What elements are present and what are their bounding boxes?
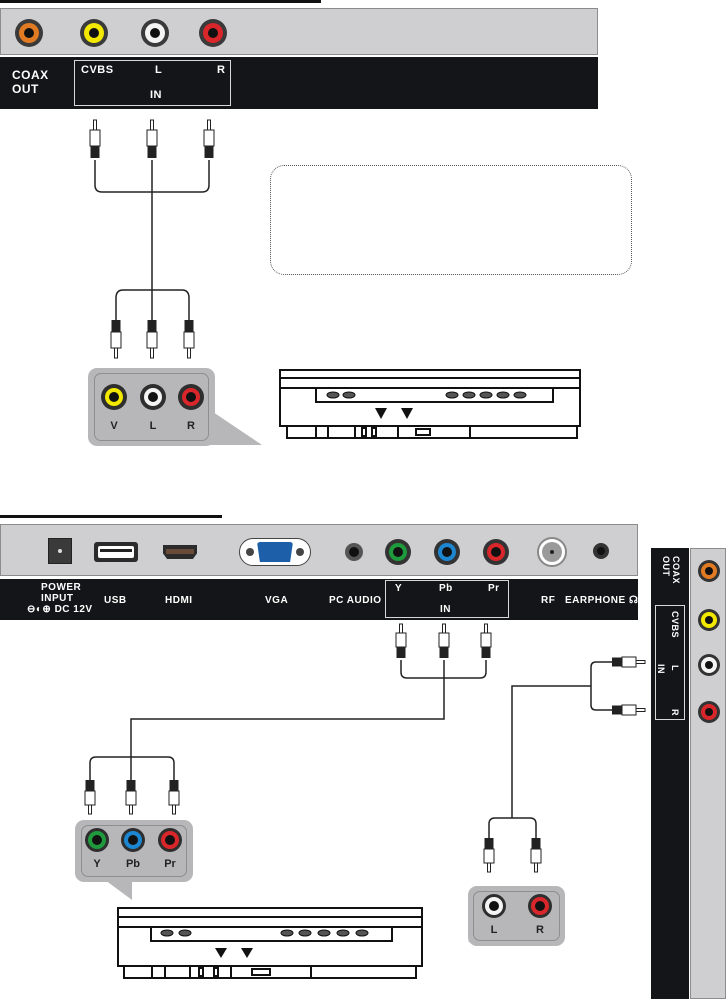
hdmi-label: HDMI xyxy=(165,595,193,606)
usb-label: USB xyxy=(104,595,127,606)
component-plugs-top xyxy=(395,623,492,658)
device-av-jacks-bubble: V L R xyxy=(88,368,215,446)
power-input-jack xyxy=(48,538,72,564)
device-audio-r-label: R xyxy=(536,924,544,936)
device-audio-l-jack-2 xyxy=(482,894,506,918)
coax-out-label-line1: COAX xyxy=(12,68,49,82)
earphone-jack xyxy=(593,543,609,559)
tv-side-label-strip: COAX OUT CVBS L R IN xyxy=(651,548,689,999)
component-y-jack xyxy=(385,539,411,565)
device-pb-jack xyxy=(121,828,145,852)
rca-plugs-top xyxy=(89,119,215,158)
rf-label: RF xyxy=(541,595,556,606)
component-in-label: IN xyxy=(440,604,451,615)
l-label: L xyxy=(155,64,163,76)
power-input-label-line2: INPUT xyxy=(41,593,74,604)
section-header-rule-av xyxy=(0,0,321,3)
audio-plugs-bottom xyxy=(483,838,542,873)
pb-label: Pb xyxy=(439,583,453,594)
tv-label-strip-av: COAX OUT CVBS L R IN xyxy=(0,57,598,109)
component-pb-jack xyxy=(434,539,460,565)
power-input-label-line1: POWER xyxy=(41,582,82,593)
device-v-label: V xyxy=(110,420,118,432)
usb-port xyxy=(94,542,138,562)
in-label: IN xyxy=(150,89,162,101)
device-y-label: Y xyxy=(93,858,101,870)
device-l-label: L xyxy=(149,420,157,432)
device-video-jack xyxy=(101,384,127,410)
audio-plugs-side xyxy=(612,656,646,716)
r-label: R xyxy=(217,64,226,76)
coax-out-label-line2: OUT xyxy=(12,82,39,96)
tv-back-panel-av xyxy=(0,8,598,55)
tv-side-panel xyxy=(690,548,726,999)
device-audio-jacks-bubble: L R xyxy=(468,886,565,946)
vga-label: VGA xyxy=(265,595,289,606)
earphone-label: EARPHONE ☊ xyxy=(565,595,639,606)
device-pb-label: Pb xyxy=(125,858,141,870)
pc-audio-label: PC AUDIO xyxy=(329,595,382,606)
pc-audio-jack xyxy=(345,543,363,561)
component-in-group-box: Y Pb Pr IN xyxy=(385,580,509,618)
device-audio-l-jack xyxy=(140,384,166,410)
vga-port xyxy=(239,538,311,566)
audio-l-jack xyxy=(141,19,169,47)
av-in-group-box: CVBS L R IN xyxy=(74,60,231,106)
device-r-label: R xyxy=(187,420,195,432)
side-coax-out-jack xyxy=(698,560,720,582)
device-y-jack xyxy=(85,828,109,852)
tv-label-strip-component: POWER INPUT ⊖◐⊕ DC 12V USB HDMI VGA PC A… xyxy=(0,579,638,620)
component-plugs-bottom xyxy=(84,780,180,815)
rca-plugs-bottom xyxy=(110,320,195,359)
power-input-label-line3: ⊖◐⊕ DC 12V xyxy=(27,604,93,615)
cvbs-label: CVBS xyxy=(81,64,114,76)
device-audio-r-jack-2 xyxy=(528,894,552,918)
side-in-group-box: CVBS L R IN xyxy=(655,605,685,720)
audio-r-jack xyxy=(199,19,227,47)
note-box xyxy=(270,165,632,275)
coax-out-jack xyxy=(15,19,43,47)
device-component-jacks-bubble: Y Pb Pr xyxy=(75,820,193,882)
cvbs-jack xyxy=(80,19,108,47)
side-audio-r-jack xyxy=(698,701,720,723)
component-pr-jack xyxy=(483,539,509,565)
pr-label: Pr xyxy=(488,583,500,594)
device-audio-l-label: L xyxy=(490,924,498,936)
device-audio-r-jack xyxy=(178,384,204,410)
side-cvbs-jack xyxy=(698,609,720,631)
rf-jack xyxy=(537,537,567,567)
section-header-rule-component xyxy=(0,515,222,518)
device-pr-jack xyxy=(158,828,182,852)
tv-back-panel-component xyxy=(0,524,638,576)
y-label: Y xyxy=(395,583,403,594)
hdmi-port xyxy=(163,545,197,559)
device-pr-label: Pr xyxy=(164,858,176,870)
side-audio-l-jack xyxy=(698,654,720,676)
